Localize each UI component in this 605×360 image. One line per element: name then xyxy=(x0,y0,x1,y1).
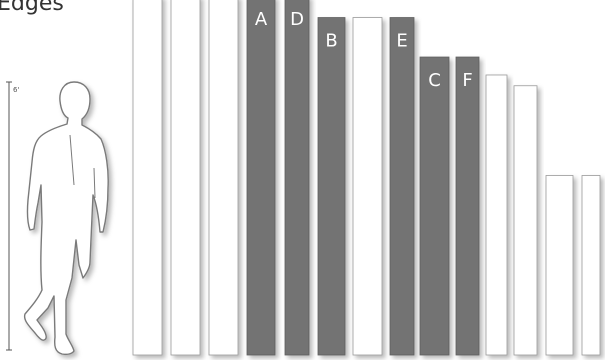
panel-plain-1 xyxy=(133,0,162,355)
panel-plain-14 xyxy=(582,176,600,356)
height-scale: 6' xyxy=(6,82,19,350)
panel-a xyxy=(247,0,275,355)
panel-plain-2 xyxy=(171,0,200,355)
panel-plain-7 xyxy=(353,18,382,355)
person-silhouette xyxy=(25,82,109,354)
panel-label-b: B xyxy=(325,31,337,52)
panel-b xyxy=(318,18,345,355)
panel-label-e: E xyxy=(396,31,407,52)
panel-plain-11 xyxy=(486,75,507,355)
person-outline xyxy=(25,82,109,354)
panel-label-d: D xyxy=(290,9,304,30)
diagram-title: Edges xyxy=(0,0,64,16)
panel-plain-3 xyxy=(209,0,238,355)
panel-label-f: F xyxy=(462,70,472,91)
panel-d xyxy=(285,0,309,355)
panel-e xyxy=(390,18,414,355)
panel-plain-12 xyxy=(514,86,537,355)
panel-f xyxy=(456,57,479,355)
panel-label-a: A xyxy=(255,9,268,30)
panel-c xyxy=(420,57,449,355)
panel-label-c: C xyxy=(428,70,441,91)
panel-plain-13 xyxy=(546,176,573,356)
scale-label: 6' xyxy=(13,86,19,94)
